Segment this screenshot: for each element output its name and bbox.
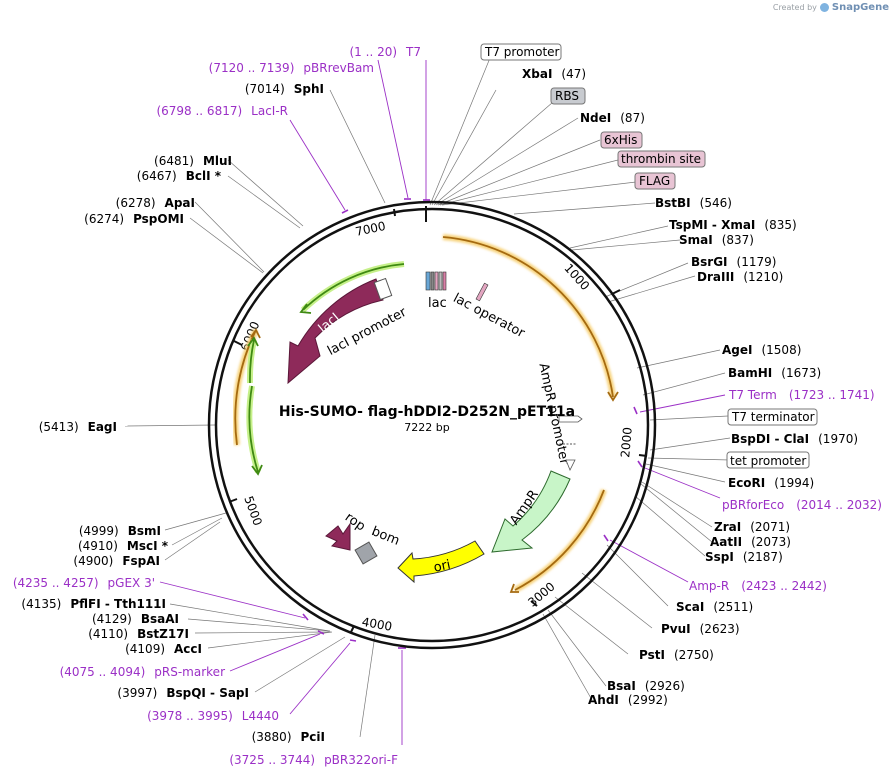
- lac-operator-label: lac operator: [450, 291, 527, 342]
- enzyme-label: BamHI(1673): [728, 366, 821, 380]
- flag-label: FLAG: [639, 174, 670, 188]
- backbone-inner-ring: [214, 207, 650, 643]
- enzyme-label: BsrGI(1179): [691, 255, 776, 269]
- primer-label: (3725 .. 3744)pBR322ori-F: [229, 753, 398, 767]
- enzyme-label: BspDI - ClaI(1970): [731, 432, 858, 446]
- enzyme-label: PstI(2750): [639, 648, 714, 662]
- primer-label: Amp-R(2423 .. 2442): [689, 579, 827, 593]
- laci-promoter-feature: [373, 277, 393, 301]
- enzyme-label: (6481)MluI: [154, 154, 232, 168]
- primer-label: (3978 .. 3995)L4440: [147, 709, 279, 723]
- enzyme-label: AhdI(2992): [588, 693, 668, 707]
- primer-label: (4075 .. 4094)pRS-marker: [60, 665, 225, 679]
- laci-feature-arrow: [287, 278, 384, 385]
- enzyme-label: DraIII(1210): [697, 270, 783, 284]
- enzyme-label: (3880)PciI: [252, 730, 325, 744]
- primer-label: (4235 .. 4257)pGEX 3': [13, 576, 155, 590]
- t7-promoter-label: T7 promoter: [484, 45, 560, 59]
- ampr-feature-arrow: [491, 470, 571, 553]
- primer-label: T7 Term(1723 .. 1741): [728, 388, 875, 402]
- enzyme-label: (4999)BsmI: [79, 524, 161, 538]
- t7-terminator-mark: [565, 459, 576, 471]
- primer-label: (1 .. 20)T7: [350, 45, 422, 59]
- enzyme-label: (4129)BsaAI: [92, 612, 179, 626]
- snapgene-brand-text: SnapGene: [831, 2, 889, 13]
- enzyme-label: ZraI(2071): [714, 520, 790, 534]
- backbone-outer-ring: [207, 200, 657, 650]
- enzyme-label: ScaI(2511): [676, 600, 753, 614]
- enzyme-label: BstBI(546): [655, 196, 732, 210]
- ori-feature-arrow: [397, 540, 485, 584]
- tick-7000: 7000: [354, 219, 387, 239]
- primer-label: (7120 .. 7139)pBRrevBam: [209, 61, 374, 75]
- enzyme-label: (6467)BclI *: [137, 169, 222, 183]
- lac-operator-label-1: lac: [428, 296, 447, 311]
- plasmid-length: 7222 bp: [404, 421, 449, 434]
- tick-4000: 4000: [361, 615, 394, 634]
- enzyme-label: (6278)ApaI: [116, 196, 195, 210]
- created-by-text: Created by: [772, 3, 817, 12]
- t7-terminator-label: T7 terminator: [731, 410, 815, 424]
- 6xhis-label: 6xHis: [604, 133, 637, 147]
- enzyme-label: TspMI - XmaI(835): [669, 218, 797, 232]
- rbs-label: RBS: [555, 89, 579, 103]
- bom-feature: [354, 541, 378, 565]
- enzyme-label: EcoRI(1994): [728, 476, 814, 490]
- primer-label: (6798 .. 6817)LacI-R: [156, 104, 288, 118]
- enzyme-label: PvuI(2623): [661, 622, 740, 636]
- tick-5000: 5000: [241, 494, 265, 527]
- snapgene-watermark: Created by SnapGene: [773, 2, 889, 13]
- enzyme-label: (7014)SphI: [245, 82, 324, 96]
- boxed-labels: T7 promoter RBS 6xHis thrombin site FLAG…: [480, 43, 818, 469]
- primer-labels: (1 .. 20)T7 (7120 .. 7139)pBRrevBam (679…: [13, 45, 882, 767]
- enzyme-label: (4109)AccI: [125, 642, 202, 656]
- enzyme-label: XbaI(47): [522, 67, 586, 81]
- snapgene-logo-icon: [819, 3, 829, 12]
- orf-arcs-green: [246, 261, 405, 476]
- plasmid-name: His-SUMO- flag-hDDI2-D252N_pET11a: [279, 404, 575, 420]
- enzyme-label: (4900)FspAI: [73, 554, 160, 568]
- bom-label: bom: [369, 524, 401, 549]
- ori-label: ori: [432, 558, 452, 576]
- enzyme-label: (6274)PspOMI: [84, 212, 184, 226]
- enzyme-label: (4110)BstZ17I: [88, 627, 189, 641]
- enzyme-labels: XbaI(47) NdeI(87) BstBI(546) TspMI - Xma…: [21, 67, 858, 744]
- thrombin-site-label: thrombin site: [621, 152, 701, 166]
- enzyme-label: (3997)BspQI - SapI: [117, 686, 249, 700]
- tet-promoter-label: tet promoter: [730, 454, 806, 468]
- enzyme-label: SmaI(837): [679, 233, 754, 247]
- enzyme-label: (4135)PflFI - Tth111I: [21, 597, 166, 611]
- ampr-promoter-arrow: [558, 415, 583, 423]
- enzyme-label: AgeI(1508): [722, 343, 801, 357]
- primer-label: pBRforEco(2014 .. 2032): [722, 498, 882, 512]
- enzyme-label: BsaI(2926): [607, 679, 685, 693]
- small-features-top: [425, 271, 489, 302]
- rop-feature-arrow: [325, 522, 351, 551]
- primer-marks: [302, 198, 643, 649]
- enzyme-label: SspI(2187): [705, 550, 783, 564]
- enzyme-label: (5413)EagI: [39, 420, 117, 434]
- enzyme-label: (4910)MscI *: [78, 539, 169, 553]
- enzyme-label: NdeI(87): [580, 111, 645, 125]
- tick-2000: 2000: [618, 427, 635, 459]
- tick-marks: [228, 206, 648, 633]
- enzyme-label: AatII(2073): [710, 535, 791, 549]
